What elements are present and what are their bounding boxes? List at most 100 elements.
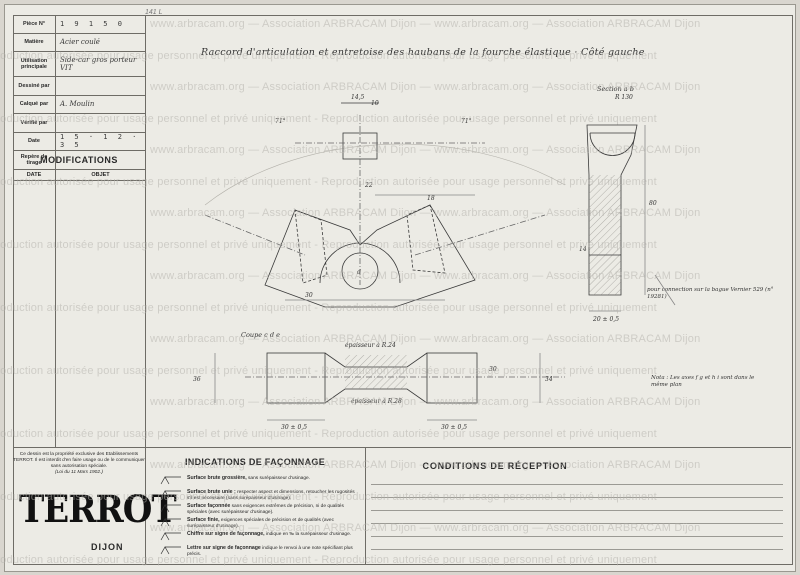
indication-text: indique en ‰ la surépaisseur d'usinage. xyxy=(265,532,352,537)
indication-text: sans exigences extrêmes de précision, ni… xyxy=(187,504,344,515)
legal-law: (Loi du 11 Mars 1902.) xyxy=(55,470,103,475)
modifications-col-date: DATE xyxy=(13,170,56,180)
connection-note: pour connection sur la bague Vernier 529… xyxy=(647,287,774,300)
indication-item: Surface brute unie ; respecter aspect et… xyxy=(187,489,357,501)
coupe-right-block xyxy=(426,352,478,404)
conditions-title: CONDITIONS DE RÉCEPTION xyxy=(422,461,568,471)
modifications-header: DATE OBJET xyxy=(13,169,145,181)
title-block-row: Dessiné par xyxy=(13,77,145,96)
indication-head: Chiffre sur signe de façonnage, xyxy=(187,531,265,537)
indication-head: Surface brute unie ; xyxy=(187,489,236,495)
angle-right-label: 71° xyxy=(461,118,472,125)
indication-item: Surface brute grossière, sans surépaisse… xyxy=(187,475,357,482)
indication-item: Chiffre sur signe de façonnage, indique … xyxy=(187,531,357,538)
title-block-row: Matière Acier coulé xyxy=(13,33,145,52)
indications-panel: INDICATIONS DE FAÇONNAGE Surface brute g… xyxy=(145,448,366,564)
conditions-rule xyxy=(371,549,783,550)
thickness-top-label: épaisseur à R.24 xyxy=(345,342,396,349)
title-block-label: Calqué par xyxy=(13,95,56,113)
modifications-divider xyxy=(55,181,56,447)
indication-head: Surface façonnée xyxy=(187,503,231,509)
dim-30-label: 30 xyxy=(305,292,313,299)
coupe-width-right-label: 30 ± 0,5 xyxy=(441,424,467,431)
conditions-rule xyxy=(371,523,783,524)
title-block-value: Acier coulé xyxy=(60,38,100,47)
legal-notice: Ce dessin est la propriété exclusive des… xyxy=(13,448,146,488)
coupe-height-right-label: 34 xyxy=(545,376,553,383)
drawing-linework: 14,5 10 71° 71° 22 R 130 18 30 épaisseur… xyxy=(193,94,676,431)
terrot-logo: TERROT xyxy=(19,488,177,532)
finish-symbol-icon xyxy=(160,504,181,513)
axis-right xyxy=(414,214,546,256)
section-hatch xyxy=(589,175,621,295)
finish-symbol-icon xyxy=(160,546,181,555)
left-arm-hidden xyxy=(294,209,328,284)
leader-line xyxy=(654,274,676,306)
indication-text: indique le renvoi à une note spécifiant … xyxy=(187,546,353,557)
section-radius-label: R 130 xyxy=(614,94,633,101)
coupe-left-block xyxy=(266,352,326,404)
finish-symbol-icon xyxy=(160,532,181,541)
y-body xyxy=(264,204,476,308)
indication-head: Surface finie, xyxy=(187,517,220,523)
title-block-value: 1 5 · 1 2 · 3 5 xyxy=(60,133,140,150)
section-round-top xyxy=(589,132,636,156)
modifications-col-objet: OBJET xyxy=(91,172,110,178)
title-block-label: Repère de tirage xyxy=(13,151,56,169)
conditions-rule xyxy=(371,510,783,511)
title-block-label: Dessiné par xyxy=(13,77,56,95)
indication-text: respecter aspect et dimensions, retouche… xyxy=(187,490,355,501)
section-ab-label: Section a b xyxy=(597,85,634,93)
construction-arc xyxy=(204,143,566,206)
drawing-sheet: 141 L Pièce N° 1 9 1 5 0 Matière Acier coul… xyxy=(4,4,796,572)
title-block-value xyxy=(56,77,145,95)
finish-symbol-icon xyxy=(160,518,181,527)
coupe-cde-label: Coupe c d e xyxy=(241,331,280,339)
title-block-value: Side-car gros porteur VIT xyxy=(60,56,137,72)
drawing-title: Raccord d'articulation et entretoise des… xyxy=(201,47,645,58)
corner-note: 141 L xyxy=(145,9,163,16)
finish-symbol-icon xyxy=(160,490,181,499)
title-block-label: Vérifié par xyxy=(13,114,56,132)
sheet-frame xyxy=(13,15,793,565)
conditions-rule xyxy=(371,497,783,498)
center-arch xyxy=(319,242,401,284)
coupe-height-inner-label: 30 xyxy=(489,366,497,373)
title-block-row: Calqué par A. Moulin xyxy=(13,95,145,114)
title-block-label: Matière xyxy=(13,33,56,51)
logo-city: DIJON xyxy=(91,542,124,552)
technical-drawing: Raccord d'articulation et entretoise des… xyxy=(145,15,791,447)
indication-text: exigences spéciales de précision et de q… xyxy=(187,518,334,529)
title-block-label: Date xyxy=(13,132,56,150)
title-block-label: Utilisation principale xyxy=(13,52,56,76)
modifications-title: MODIFICATIONS xyxy=(40,155,118,165)
thickness-bottom-label: épaisseur à R.28 xyxy=(351,398,402,405)
section-height-label: 80 xyxy=(649,200,657,207)
title-block-row: Vérifié par xyxy=(13,114,145,133)
title-block-label: Pièce N° xyxy=(13,15,56,33)
angle-left-label: 71° xyxy=(275,118,286,125)
dim-top-height-label: 10 xyxy=(371,100,379,107)
logo-box: TERROT DIJON xyxy=(13,486,177,564)
coupe-width-left-label: 30 ± 0,5 xyxy=(281,424,307,431)
indication-text: sans surépaisseur d'usinage. xyxy=(248,476,311,481)
axis-left xyxy=(204,214,306,256)
coupe-hatch xyxy=(345,355,407,389)
indication-head: Surface brute grossière, xyxy=(187,475,247,481)
dim-22-label: 22 xyxy=(364,182,373,189)
title-block-value: A. Moulin xyxy=(60,100,95,109)
conditions-rule xyxy=(371,484,783,485)
indication-item: Surface façonnée sans exigences extrêmes… xyxy=(187,503,357,515)
section-width-label: 20 ± 0,5 xyxy=(592,316,619,323)
legal-text: Ce dessin est la propriété exclusive des… xyxy=(13,452,145,469)
title-block-value xyxy=(56,114,145,132)
section-step-label: 14 xyxy=(579,246,587,253)
dim-top-width-label: 14,5 xyxy=(351,94,365,101)
title-block-value: 1 9 1 5 0 xyxy=(60,19,125,28)
bottom-title-strip: Ce dessin est la propriété exclusive des… xyxy=(13,447,791,564)
conditions-panel: CONDITIONS DE RÉCEPTION xyxy=(365,448,791,564)
indication-head: Lettre sur signe de façonnage xyxy=(187,545,261,551)
